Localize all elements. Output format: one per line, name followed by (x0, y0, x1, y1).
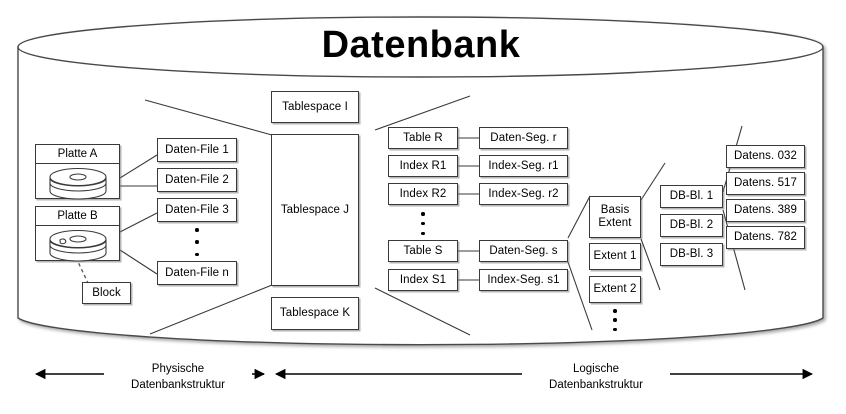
index-s1: Index S1 (388, 269, 458, 291)
basis-extent-line1: Basis (600, 204, 630, 217)
disk-platte-a-label: Platte A (36, 145, 119, 164)
index-r2: Index R2 (388, 183, 458, 205)
axis-label-logical-line1: Logische (572, 363, 620, 375)
page-title: Datenbank (321, 24, 521, 66)
disk-platte-b-label: Platte B (36, 207, 119, 226)
daten-file-n: Daten-File n (157, 261, 237, 285)
daten-file-ellipsis (193, 228, 201, 256)
daten-seg-s: Daten-Seg. s (479, 240, 568, 262)
axis-label-physical-line2: Datenbankstruktur (131, 378, 225, 391)
extent-1: Extent 1 (589, 243, 641, 270)
axis-label-physical-line1: Physische (151, 363, 205, 375)
tablespace-i: Tablespace I (271, 91, 359, 123)
logical-objects-ellipsis (419, 212, 427, 235)
axis-label-physical: Physische Datenbankstruktur (104, 362, 252, 394)
extent-2: Extent 2 (589, 276, 641, 303)
record-517: Datens. 517 (726, 172, 805, 195)
disk-stack-icon (36, 226, 119, 262)
daten-file-2: Daten-File 2 (157, 168, 237, 192)
db-block-1: DB-Bl. 1 (660, 185, 723, 208)
basis-extent: Basis Extent (589, 196, 641, 238)
record-389: Datens. 389 (726, 199, 805, 222)
index-seg-s1: Index-Seg. s1 (479, 269, 568, 291)
db-block-3: DB-Bl. 3 (660, 243, 723, 266)
axis-label-logical-line2: Datenbankstruktur (549, 378, 643, 391)
index-seg-r1: Index-Seg. r1 (479, 155, 568, 177)
record-032: Datens. 032 (726, 145, 805, 168)
table-r: Table R (388, 127, 458, 149)
extents-ellipsis (611, 309, 619, 331)
index-r1: Index R1 (388, 155, 458, 177)
db-block-2: DB-Bl. 2 (660, 214, 723, 237)
index-seg-r2: Index-Seg. r2 (479, 183, 568, 205)
basis-extent-line2: Extent (598, 217, 632, 229)
daten-file-3: Daten-File 3 (157, 198, 237, 222)
daten-file-1: Daten-File 1 (157, 138, 237, 162)
table-s: Table S (388, 240, 458, 262)
block-box: Block (82, 282, 131, 304)
axis-label-logical: Logische Datenbankstruktur (522, 362, 670, 394)
disk-stack-icon (36, 164, 119, 200)
disk-platte-a: Platte A (35, 144, 120, 200)
record-782: Datens. 782 (726, 226, 805, 249)
disk-platte-b: Platte B (35, 206, 120, 262)
tablespace-j: Tablespace J (271, 134, 359, 286)
daten-seg-r: Daten-Seg. r (479, 127, 568, 149)
tablespace-k: Tablespace K (271, 297, 359, 330)
